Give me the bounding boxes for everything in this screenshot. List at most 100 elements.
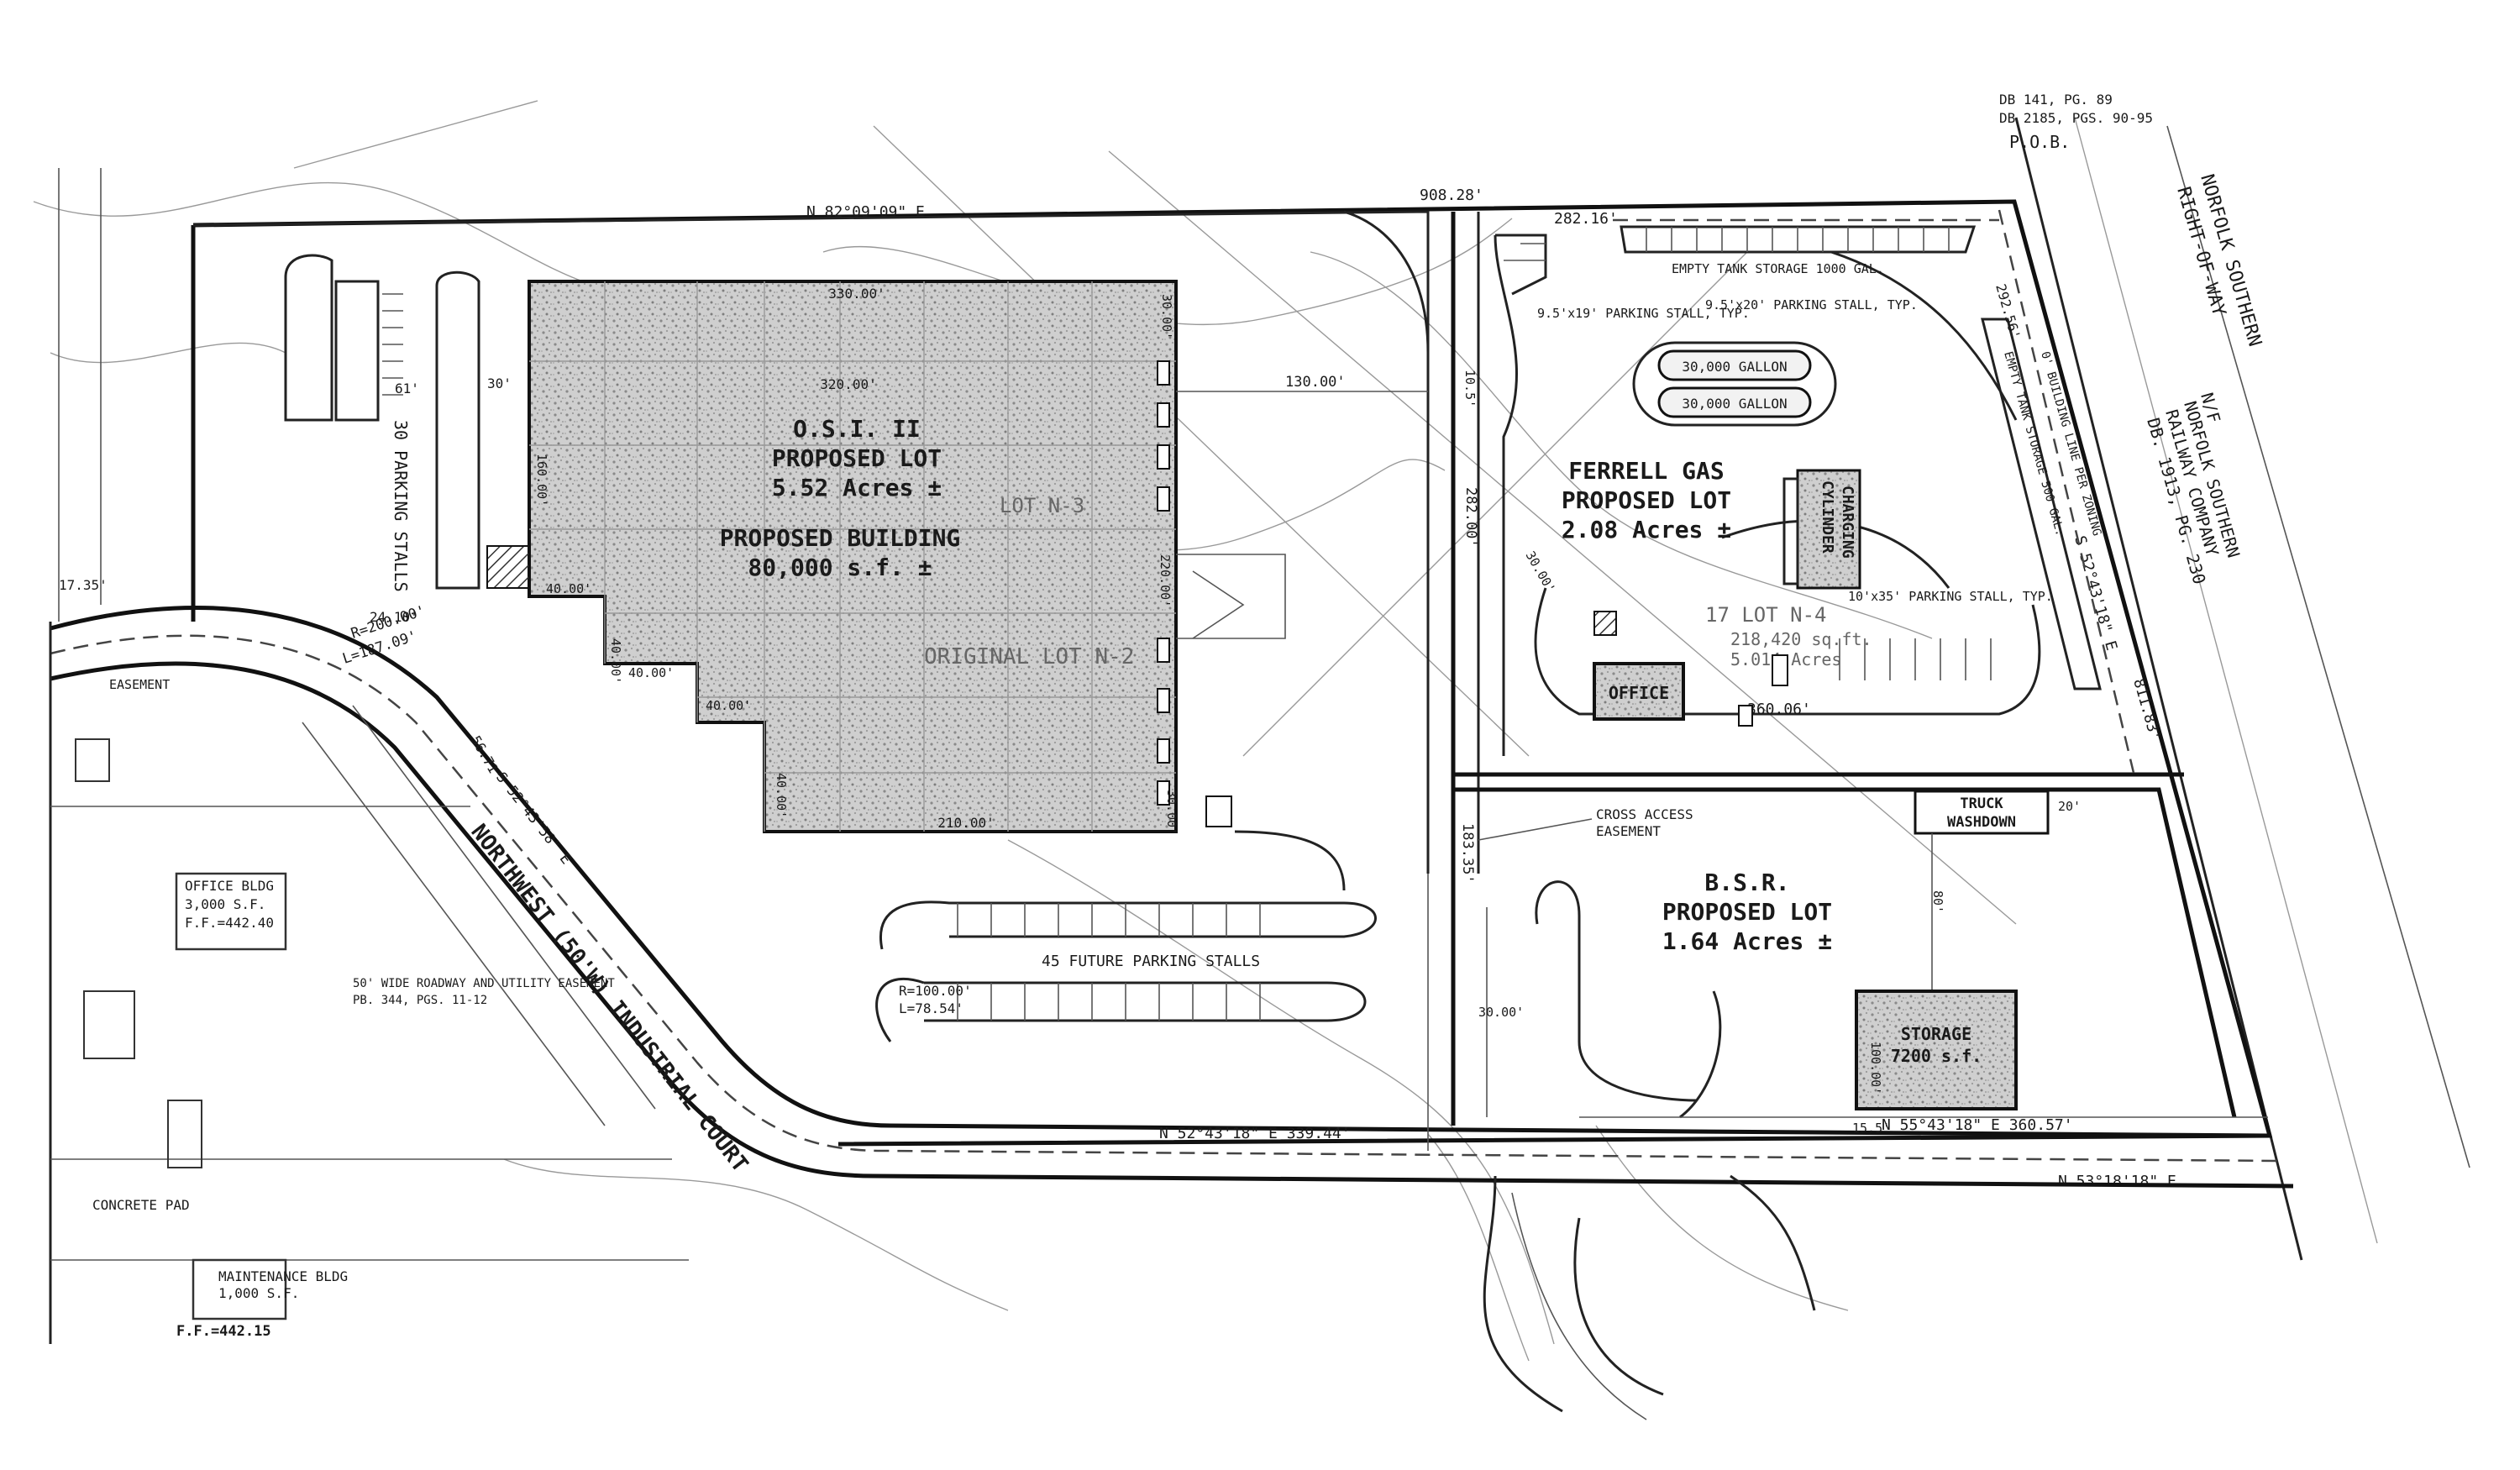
dim-56-71: 56.71' (468, 733, 506, 784)
dim-360-06: 360.06' (1747, 701, 1811, 718)
osi-lot: 30 PARKING STALLS 61' 30' (192, 210, 1430, 1151)
tank-30000-1 (1657, 349, 1812, 381)
easement-west: EASEMENT (109, 677, 170, 692)
office-bldg-label: OFFICE BLDG (185, 878, 274, 894)
maintenance-bldg-label: MAINTENANCE BLDG (218, 1268, 348, 1284)
office-label: OFFICE (1609, 683, 1669, 703)
bsr-lot-sub: PROPOSED LOT (1662, 898, 1832, 926)
office-building (1593, 662, 1685, 721)
dim-10-5: 10.5' (1462, 370, 1478, 407)
osi-parking-stalls-west (382, 293, 403, 396)
ferrell-parking-stalls-west (1495, 234, 1547, 296)
dim-15-5: 15.5' (1852, 1121, 1890, 1136)
roadway-easement-2: PB. 344, PGS. 11-12 (353, 994, 487, 1007)
dim-282-16: 282.16' (1554, 210, 1618, 228)
truck-label: TRUCK (1960, 795, 2003, 812)
osi-overlay-original-lot: ORIGINAL LOT N-2 (924, 644, 1134, 669)
empty-tank-storage-top (1620, 225, 1977, 254)
cylinder-label: CYLINDER (1819, 480, 1836, 554)
ferrell-lot-sub: PROPOSED LOT (1562, 486, 1731, 514)
storage-area: 7200 s.f. (1891, 1046, 1982, 1066)
ferrell-gas-lot: EMPTY TANK STORAGE 1000 GAL. EMPTY TANK … (1451, 209, 2184, 1126)
osi-dim-40-3: 40.00' (628, 665, 674, 680)
ferrell-parking-stalls-south (1839, 638, 1992, 680)
osi-dim-30-bottom: 30.00' (1164, 790, 1179, 835)
office-bldg-area: 3,000 S.F. (185, 896, 265, 912)
osi-lot-area: 5.52 Acres ± (772, 474, 942, 501)
tank-enclosure (1632, 341, 1837, 427)
dim-20: 20' (2058, 799, 2081, 814)
ferrell-lot-area: 2.08 Acres ± (1562, 516, 1731, 543)
stall-label-1: 9.5'x19' PARKING STALL, TYP. (1537, 306, 1750, 321)
truck-washdown (1914, 790, 2050, 835)
ferrell-lot-name: FERRELL GAS (1568, 457, 1724, 485)
deed-ref-top: DB 141, PG. 89 (1999, 92, 2113, 108)
tank-label-1: 30,000 GALLON (1682, 359, 1787, 375)
maintenance-bldg-area: 1,000 S.F. (218, 1285, 299, 1301)
office-bldg-ff: F.F.=442.40 (185, 915, 274, 931)
stall-label-3: 10'x35' PARKING STALL, TYP. (1848, 589, 2053, 604)
south-bearing-1: N 52°43'18" E 339.44' (1159, 1125, 1351, 1142)
dim-30-parking: 30' (487, 375, 512, 391)
tank-30000-2 (1657, 386, 1812, 418)
osi-lot-sub: PROPOSED LOT (772, 444, 942, 472)
bsr-lot-name: B.S.R. (1704, 869, 1789, 896)
dim-183-35: 183.35' (1459, 823, 1476, 884)
dim-282: 282.00' (1462, 487, 1479, 548)
bsr-lot-area: 1.64 Acres ± (1662, 927, 1832, 955)
dim-30-ferrell: 30.00' (1523, 549, 1559, 596)
dim-80: 80' (1930, 890, 1945, 913)
easement-label: EASEMENT (1596, 823, 1661, 839)
charging-label: CHARGING (1839, 486, 1856, 559)
dim-61: 61' (395, 381, 419, 396)
storage-building (1855, 990, 2018, 1110)
east-line-bearing: S 52°43'18" E (2071, 534, 2120, 653)
empty-tank-label: EMPTY TANK STORAGE 1000 GAL. (1672, 261, 1884, 276)
osi-dim-right-130: 130.00' (1285, 374, 1346, 391)
maintenance-ff: F.F.=442.15 (176, 1323, 271, 1340)
existing-contours (33, 100, 2017, 1362)
parking-stalls-label: 30 PARKING STALLS (391, 420, 411, 592)
dim-100: 100.00' (1868, 1042, 1883, 1095)
dim-30-bsr: 30.00' (1478, 1005, 1524, 1020)
osi-building-area: 80,000 s.f. ± (748, 554, 932, 581)
maintenance-bldg (192, 1258, 287, 1320)
pob-label: P.O.B. (2009, 132, 2070, 152)
cross-access-label: CROSS ACCESS (1596, 806, 1693, 822)
hatched-area (486, 545, 530, 589)
washdown-label: WASHDOWN (1947, 814, 2016, 831)
deed-ref-top2: DB 2185, PGS. 90-95 (1999, 110, 2153, 126)
osi-overlay-lot-n3: LOT N-3 (1000, 494, 1084, 517)
dim-17-35: 17.35' (59, 577, 108, 593)
curve2-length: L=78.54' (899, 1000, 963, 1016)
osi-dim-40-5: 40.00' (774, 773, 789, 818)
loading-docks (1157, 360, 1170, 806)
future-parking-stalls (957, 903, 1261, 1021)
osi-dim-inner: 320.00' (820, 376, 876, 392)
osi-dim-30-top: 30.00' (1159, 294, 1174, 339)
osi-dim-40-1: 40.00' (546, 581, 591, 596)
south-access-drive (1483, 1174, 1816, 1420)
ferrell-overlay-lot: 17 LOT N-4 (1705, 603, 1827, 627)
west-parcel: OFFICE BLDG 3,000 S.F. F.F.=442.40 CONCR… (49, 168, 689, 1344)
osi-dim-40-2: 40.00' (608, 638, 623, 684)
empty-tank-storage-diagonal (1981, 318, 2102, 690)
office-bldg-west (175, 872, 287, 951)
concrete-pad-label: CONCRETE PAD (92, 1197, 190, 1213)
south-bearing-2: N 55°43'18" E 360.57' (1882, 1116, 2073, 1134)
curve2-radius: R=100.00' (899, 983, 972, 999)
osi-dim-220: 220.00' (1158, 554, 1173, 607)
stall-label-2: 9.5'x20' PARKING STALL, TYP. (1705, 297, 1918, 312)
osi-dim-160: 160.00' (534, 454, 549, 507)
far-right-bearing: N 53°18'18" E (2058, 1173, 2176, 1190)
osi-dim-top: 330.00' (828, 286, 885, 302)
building-grid-lines (529, 281, 1176, 832)
bsr-lot: TRUCK WASHDOWN 20' 80' STORAGE 7200 s.f.… (1453, 787, 2268, 1136)
dumpster-pad (1205, 795, 1232, 827)
north-line-distance: 908.28' (1420, 186, 1483, 204)
office-hatch (1593, 611, 1617, 636)
osi-dim-bottom: 210.00' (937, 815, 994, 831)
future-parking-label: 45 FUTURE PARKING STALLS (1042, 953, 1260, 970)
osi-building-title: PROPOSED BUILDING (720, 524, 961, 552)
